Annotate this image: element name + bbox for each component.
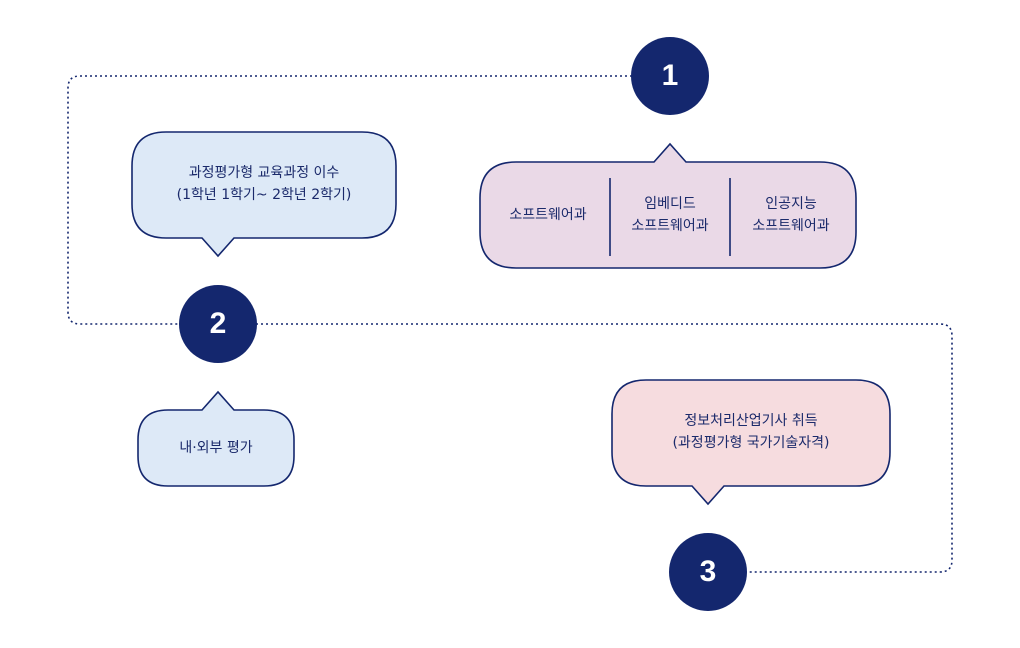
certification-text: 정보처리산업기사 취득 (과정평가형 국가기술자격) [614,398,888,466]
step-1-badge: 1 [631,37,709,115]
course-period: (1학년 1학기~ 2학년 2학기) [176,187,352,203]
step-2-number: 2 [209,307,227,340]
certification-bubble [611,379,891,506]
certification-title: 정보처리산업기사 취득 [684,413,818,429]
course-bubble [131,131,397,258]
departments-bubble [479,142,857,269]
step-2-badge: 2 [179,285,257,363]
department-ai-software: 인공지능 소프트웨어과 [752,196,830,234]
evaluation-bubble [137,390,295,487]
department-embedded-software: 임베디드 소프트웨어과 [631,196,709,234]
evaluation-text: 내·외부 평가 [179,440,253,456]
step-1-number: 1 [661,59,679,92]
course-title: 과정평가형 교육과정 이수 [188,165,340,181]
connector-1-to-2 [67,75,632,325]
department-software: 소프트웨어과 [509,207,587,223]
step-3-number: 3 [699,555,717,588]
certification-type: (과정평가형 국가기술자격) [672,435,830,451]
step-3-badge: 3 [669,533,747,611]
connector-2-to-3 [256,323,953,573]
course-text: 과정평가형 교육과정 이수 (1학년 1학기~ 2학년 2학기) [134,150,394,218]
